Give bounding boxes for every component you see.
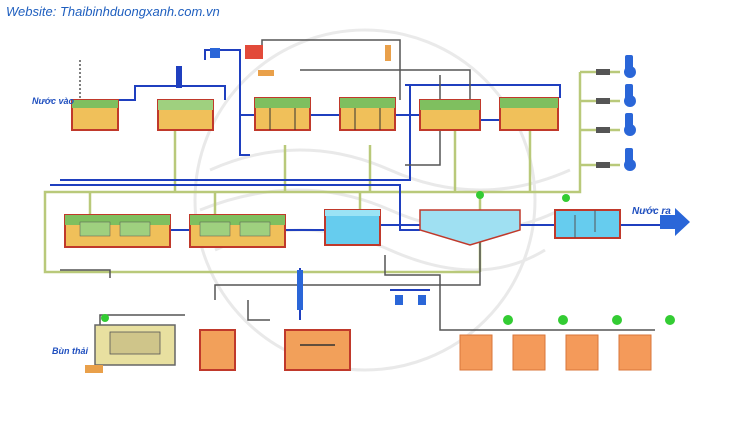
blower-icon xyxy=(596,148,636,171)
blower-group xyxy=(596,55,636,171)
aerobic-tank-1 xyxy=(419,99,481,131)
inlet-label: Nước vào xyxy=(32,96,74,106)
filter-press xyxy=(85,314,176,373)
website-label: Website: Thaibinhduongxanh.com.vn xyxy=(6,4,220,19)
inlet-screen-tank xyxy=(71,60,119,131)
aerobic-tank-2 xyxy=(499,97,559,131)
blower-icon xyxy=(596,113,636,136)
mbr-tank-1 xyxy=(64,214,171,248)
anoxic-tank-1 xyxy=(254,97,311,131)
pumps-middle xyxy=(395,295,426,305)
anoxic-tank-2 xyxy=(339,97,396,131)
chemical-tanks xyxy=(459,315,675,371)
settling-tank xyxy=(419,191,521,246)
disinfection-tank xyxy=(554,194,621,239)
sludge-thickener xyxy=(284,270,351,371)
outlet-label: Nước ra xyxy=(632,206,671,217)
outlet-arrow xyxy=(660,208,690,236)
clarifier-tank xyxy=(324,209,381,246)
mbr-tank-2 xyxy=(189,214,286,248)
blower-icon xyxy=(596,84,636,107)
dosing-unit-top xyxy=(210,45,391,76)
sludge-label: Bùn thải xyxy=(52,346,88,356)
air-pipes xyxy=(43,70,620,274)
water-pipes xyxy=(50,49,660,320)
blower-icon xyxy=(596,55,636,78)
watermark xyxy=(193,28,571,372)
sludge-tank-1 xyxy=(199,329,236,371)
equalization-tank xyxy=(157,66,214,131)
